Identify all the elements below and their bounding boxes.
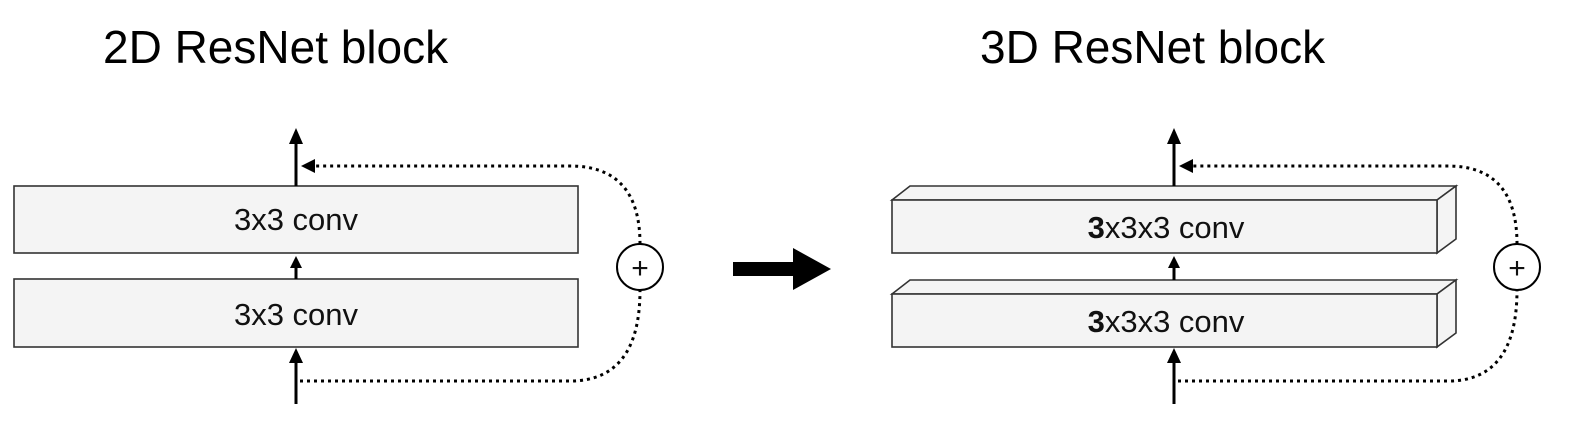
right-bottom-conv-label: 3x3x3 conv <box>1088 304 1245 339</box>
right-top-conv-label: 3x3x3 conv <box>1088 210 1245 245</box>
left-skip-path-upper <box>315 164 642 245</box>
right-bottom-conv-label-bold: 3 <box>1088 304 1105 339</box>
right-top-conv-box <box>891 199 1438 254</box>
left-top-conv-label: 3x3 conv <box>234 202 359 237</box>
left-sum-circle <box>616 243 664 291</box>
right-input-arrowhead <box>1167 348 1181 363</box>
left-input-arrowhead <box>289 348 303 363</box>
transform-arrow-shaft <box>733 262 797 276</box>
right-bottom-conv-label-rest: x3x3 conv <box>1105 304 1245 339</box>
transform-arrow <box>733 248 831 290</box>
left-bottom-conv-label: 3x3 conv <box>234 297 359 332</box>
right-skip-arrowhead <box>1179 159 1193 173</box>
right-sum-circle <box>1493 243 1541 291</box>
left-skip-arrowhead <box>301 159 315 173</box>
right-top-conv-label-rest: x3x3 conv <box>1105 210 1245 245</box>
left-top-conv-box <box>13 185 579 254</box>
right-bottom-conv-box-top-face <box>889 279 1459 295</box>
left-block: 2D ResNet block 3x3 conv 3x3 conv + <box>13 21 664 404</box>
transform-arrow-head <box>793 248 831 290</box>
left-skip-path-lower <box>300 289 642 383</box>
left-sum-symbol: + <box>631 252 649 285</box>
right-bottom-conv-box <box>891 293 1438 348</box>
left-block-title: 2D ResNet block <box>103 21 449 73</box>
left-output-arrowhead <box>289 128 303 144</box>
right-block: 3D ResNet block 3x3x3 conv 3x3x3 conv + <box>889 21 1541 404</box>
right-sum-symbol: + <box>1508 252 1526 285</box>
right-block-title: 3D ResNet block <box>980 21 1326 73</box>
left-bottom-conv-box <box>13 278 579 348</box>
right-skip-path-lower <box>1178 289 1519 383</box>
right-skip-path-upper <box>1193 164 1519 245</box>
left-middle-arrowhead <box>290 256 302 268</box>
right-output-arrowhead <box>1167 128 1181 144</box>
right-top-conv-label-bold: 3 <box>1088 210 1105 245</box>
right-middle-arrowhead <box>1168 256 1180 268</box>
right-top-conv-box-top-face <box>889 185 1459 201</box>
